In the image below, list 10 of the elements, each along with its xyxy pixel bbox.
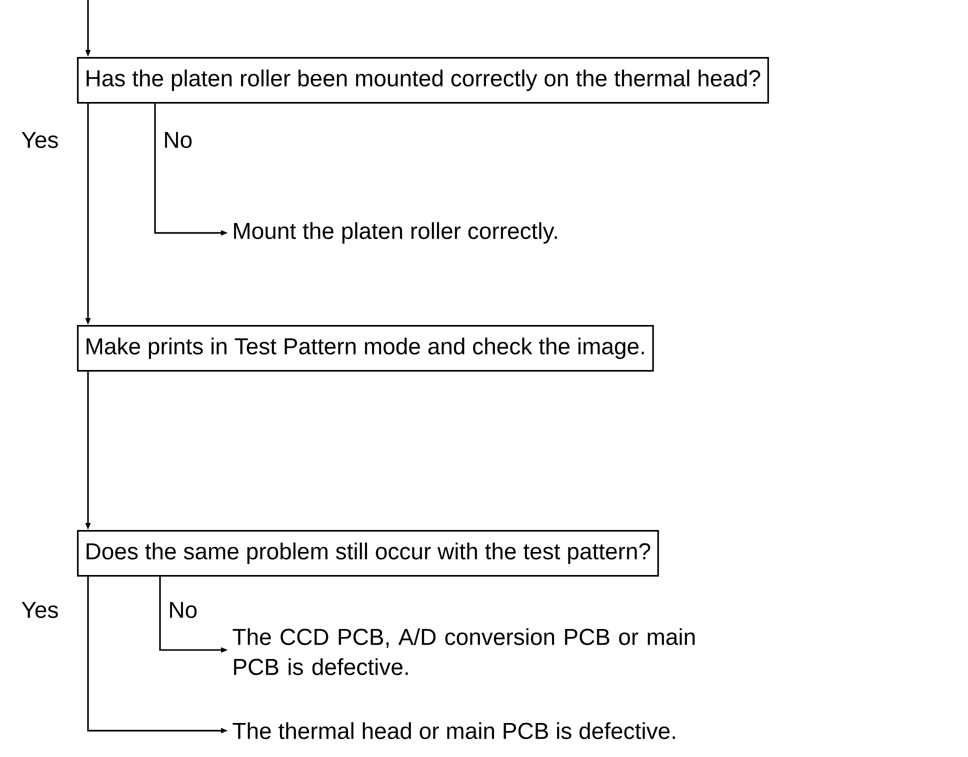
edge-label: Yes [22, 132, 58, 148]
edge-label: No [165, 132, 192, 148]
edge-label: Yes [22, 602, 58, 618]
result-text: The CCD PCB, A/D conversion PCB or main PCB is defective. [232, 628, 695, 676]
question-box: Make prints in Test Pattern mode and check the image. [77, 325, 654, 372]
edge-label: No [170, 602, 197, 618]
result-text: Mount the platen roller correctly. [234, 222, 557, 244]
question-box: Does the same problem still occur with the test pattern? [77, 530, 659, 577]
result-text: The thermal head or main PCB is defective. [232, 722, 675, 740]
question-box: Has the platen roller been mounted correctly on the thermal head? [77, 57, 769, 104]
